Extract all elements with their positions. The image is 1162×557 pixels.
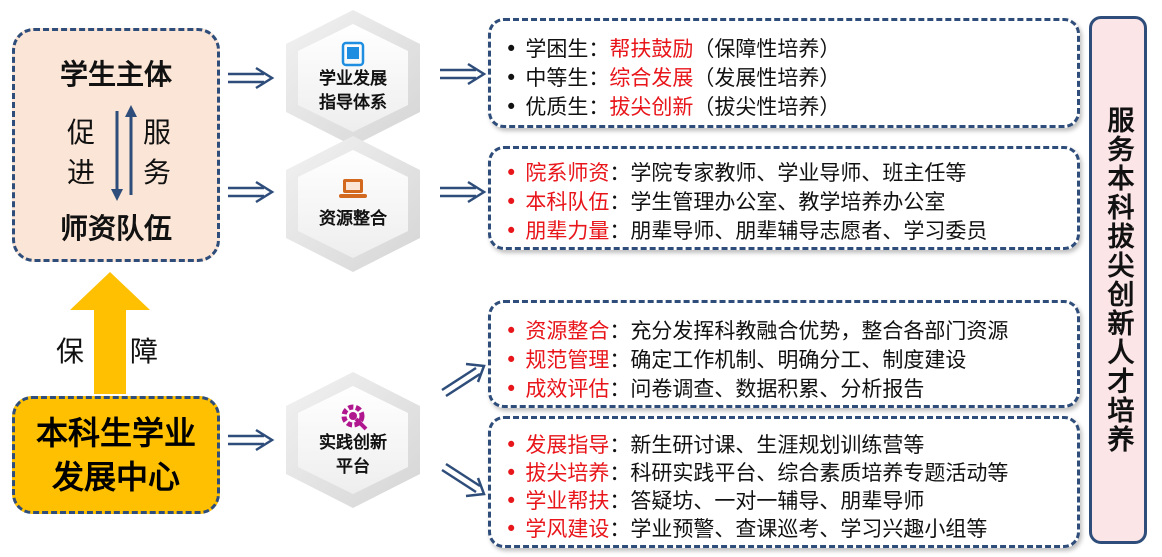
item-detail: ：学院专家教师、学业导师、班主任等 (609, 161, 967, 185)
double-arrow-icon (440, 62, 487, 86)
hexagon-resource-integration: 资源整合 (286, 136, 420, 272)
item-label: 优质生： (525, 95, 610, 119)
hex-label-line: 指导体系 (319, 93, 387, 113)
item-detail: ：学生管理办公室、教学培养办公室 (609, 190, 946, 214)
item-highlight: 资源整合 (525, 319, 610, 343)
list-item: • 中等生：综合发展（发展性培养） (505, 62, 840, 92)
panel-practice: • 发展指导：新生研讨课、生涯规划训练营等 • 拔尖培养：科研实践平台、综合素质培养… (488, 416, 1080, 548)
gear-wrench-icon (341, 404, 368, 431)
hexagon-practice-platform: 实践创新 平台 (286, 372, 420, 508)
list-item: • 拔尖培养：科研实践平台、综合素质培养专题活动等 (505, 457, 1008, 487)
bullet: • (505, 37, 518, 61)
list-item: • 朋辈力量：朋辈导师、朋辈辅导志愿者、学习委员 (505, 215, 987, 245)
student-subject-title: 学生主体 (59, 58, 172, 91)
panel-resources: • 院系师资：学院专家教师、学业导师、班主任等 • 本科队伍：学生管理办公室、教学培… (488, 146, 1080, 250)
faculty-team-title: 师资队伍 (59, 212, 172, 245)
bullet: • (505, 319, 518, 343)
right-vertical-title: 服务本科拔尖创新人才培养 (1102, 106, 1134, 454)
bullet: • (505, 66, 518, 90)
list-item: • 成效评估：问卷调查、数据积累、分析报告 (505, 373, 924, 403)
bidirectional-arrows-icon (111, 105, 137, 201)
bullet: • (505, 190, 518, 214)
hex-label-line: 学业发展 (319, 69, 387, 89)
bullet: • (505, 377, 518, 401)
item-highlight: 规范管理 (525, 348, 610, 372)
list-item: • 学风建设：学业预警、查课巡考、学习兴趣小组等 (505, 513, 987, 543)
center-line-2: 发展中心 (51, 458, 180, 496)
serve-char-2: 务 (143, 156, 172, 189)
item-detail: ：科研实践平台、综合素质培养专题活动等 (609, 461, 1009, 485)
list-item: • 院系师资：学院专家教师、学业导师、班主任等 (505, 157, 966, 187)
hex-label-line: 平台 (336, 457, 370, 477)
item-highlight: 成效评估 (525, 377, 610, 401)
item-detail: ：学业预警、查课巡考、学习兴趣小组等 (609, 517, 988, 541)
item-detail: ：答疑坊、一对一辅导、朋辈导师 (609, 489, 925, 513)
item-highlight: 学业帮扶 (525, 489, 610, 513)
student-faculty-box: 学生主体 促 进 服 务 师资队伍 (12, 28, 220, 262)
list-item: • 优质生：拔尖创新（拔尖性培养） (505, 91, 840, 121)
list-item: • 规范管理：确定工作机制、明确分工、制度建设 (505, 344, 966, 374)
list-item: • 学困生：帮扶鼓励（保障性培养） (505, 33, 840, 63)
panel-management: • 资源整合：充分发挥科教融合优势，整合各部门资源 • 规范管理：确定工作机制、明确… (488, 300, 1080, 408)
item-highlight: 拔尖培养 (525, 461, 610, 485)
hex-label-line: 实践创新 (319, 433, 387, 453)
item-highlight: 朋辈力量 (525, 219, 610, 243)
item-detail: （拔尖性培养） (693, 95, 841, 119)
double-arrow-icon (228, 66, 275, 90)
undergraduate-development-center-box: 本科生学业 发展中心 (12, 396, 220, 514)
item-highlight: 拔尖创新 (609, 95, 694, 119)
item-detail: ：问卷调查、数据积累、分析报告 (609, 377, 925, 401)
diagonal-down-arrow-icon (441, 462, 486, 498)
item-highlight: 院系师资 (525, 161, 610, 185)
list-item: • 本科队伍：学生管理办公室、教学培养办公室 (505, 186, 945, 216)
support-up-arrow-icon (70, 272, 150, 394)
serve-char-1: 服 (143, 116, 172, 149)
list-item: • 学业帮扶：答疑坊、一对一辅导、朋辈导师 (505, 485, 924, 515)
bullet: • (505, 161, 518, 185)
item-highlight: 学风建设 (525, 517, 610, 541)
promote-char-2: 进 (67, 156, 96, 189)
laptop-icon (339, 179, 367, 198)
item-highlight: 发展指导 (525, 433, 610, 457)
item-detail: （发展性培养） (693, 66, 841, 90)
double-arrow-icon (228, 428, 275, 452)
bullet: • (505, 95, 518, 119)
item-highlight: 帮扶鼓励 (609, 37, 694, 61)
item-detail: ：新生研讨课、生涯规划训练营等 (609, 433, 925, 457)
right-vertical-title-box: 服务本科拔尖创新人才培养 (1089, 16, 1147, 544)
bullet: • (505, 219, 518, 243)
item-detail: （保障性培养） (693, 37, 841, 61)
bullet: • (505, 348, 518, 372)
list-item: • 发展指导：新生研讨课、生涯规划训练营等 (505, 429, 924, 459)
item-label: 中等生： (525, 66, 610, 90)
panel-student-levels: • 学困生：帮扶鼓励（保障性培养） • 中等生：综合发展（发展性培养） • 优质生：拔… (488, 18, 1080, 128)
item-highlight: 本科队伍 (525, 190, 610, 214)
center-line-1: 本科生学业 (35, 414, 196, 452)
tablet-icon (341, 41, 365, 67)
hex-label-line: 资源整合 (319, 209, 387, 229)
diagonal-up-arrow-icon (441, 362, 486, 398)
bullet: • (505, 489, 518, 513)
support-char-1: 保 (56, 335, 85, 368)
promote-char-1: 促 (67, 116, 96, 149)
item-highlight: 综合发展 (609, 66, 694, 90)
bullet: • (505, 461, 518, 485)
list-item: • 资源整合：充分发挥科教融合优势，整合各部门资源 (505, 315, 1008, 345)
item-label: 学困生： (525, 37, 610, 61)
item-detail: ：确定工作机制、明确分工、制度建设 (609, 348, 967, 372)
support-char-2: 障 (130, 335, 159, 368)
item-detail: ：充分发挥科教融合优势，整合各部门资源 (609, 319, 1009, 343)
hexagon-learning-guidance: 学业发展 指导体系 (286, 10, 420, 146)
bullet: • (505, 433, 518, 457)
double-arrow-icon (228, 180, 275, 204)
bullet: • (505, 517, 518, 541)
item-detail: ：朋辈导师、朋辈辅导志愿者、学习委员 (609, 219, 988, 243)
double-arrow-icon (440, 180, 487, 204)
